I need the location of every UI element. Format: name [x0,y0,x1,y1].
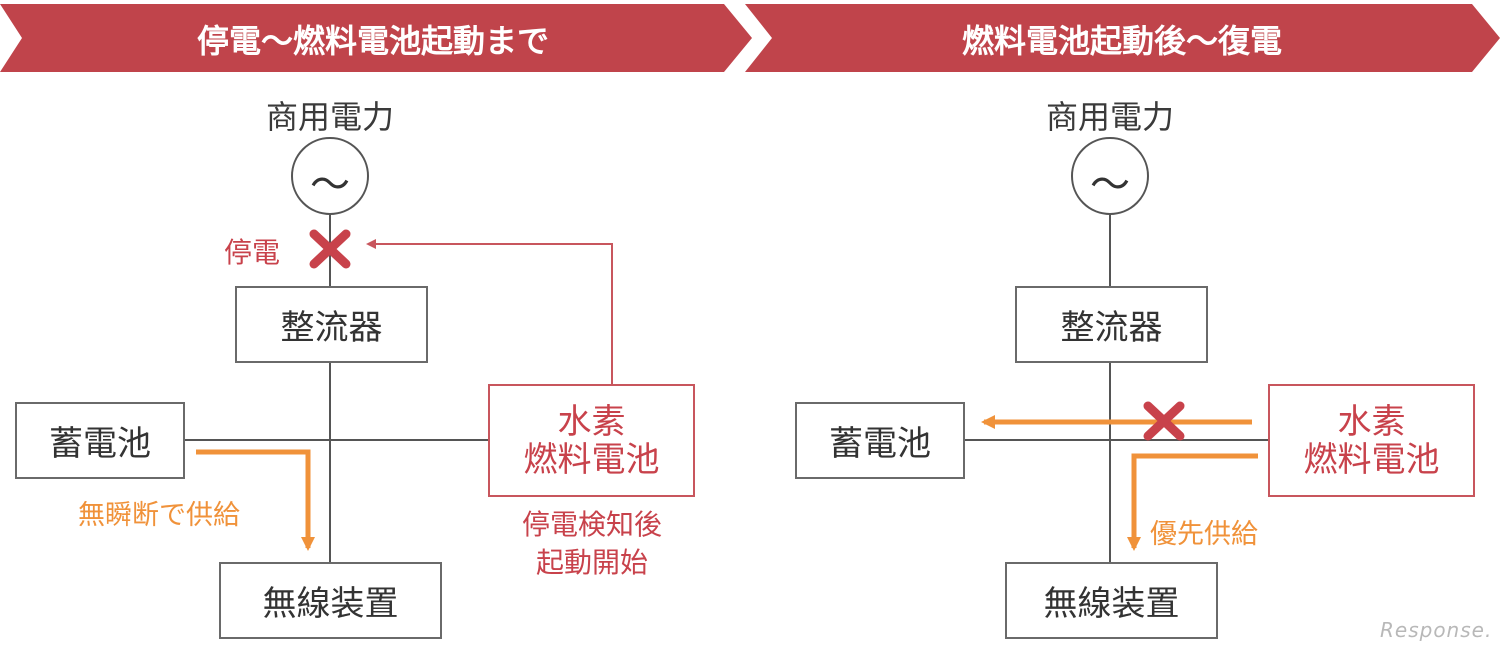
response-watermark: Response. [1380,618,1493,642]
ac-symbol-left: ～ [310,162,350,208]
fuel-cell-line1-right: 水素 [1337,401,1406,442]
banner-right-shape [745,4,1500,72]
ac-symbol-right: ～ [1090,162,1130,208]
startup-note-line1: 停電検知後 [521,508,662,541]
battery-box-right: 蓄電池 [795,402,965,479]
rectifier-label-right: 整流器 [1060,308,1163,348]
commercial-power-label-left: 商用電力 [265,98,394,136]
fuel-cell-line2-right: 燃料電池 [1303,439,1440,480]
rectifier-box-right: 整流器 [1015,286,1208,363]
blocked-cross-right [1143,401,1185,441]
startup-note: 停電検知後 起動開始 [494,506,690,582]
banner-right-title: 燃料電池起動後～復電 [961,22,1282,60]
battery-label-left: 蓄電池 [49,424,151,464]
radio-label-left: 無線装置 [262,584,399,624]
banner-left-title: 停電～燃料電池起動まで [196,22,549,60]
priority-supply-arrow [1127,453,1258,551]
startup-signal-arrow [366,239,613,384]
seamless-supply-label: 無瞬断で供給 [78,500,240,531]
fuel-cell-line1-left: 水素 [557,401,626,442]
battery-box-left: 蓄電池 [15,402,185,479]
fuel-cell-line2-left: 燃料電池 [523,439,660,480]
fuel-cell-box-right: 水素 燃料電池 [1268,384,1475,497]
startup-note-line2: 起動開始 [535,546,648,579]
rectifier-label-left: 整流器 [280,308,383,348]
radio-label-right: 無線装置 [1043,584,1180,624]
rectifier-box-left: 整流器 [235,286,428,363]
radio-box-left: 無線装置 [219,562,442,639]
seamless-supply-arrow [196,449,315,551]
outage-label: 停電 [224,236,281,269]
fuel-cell-box-left: 水素 燃料電池 [488,384,695,497]
outage-cross-left [309,229,351,269]
battery-label-right: 蓄電池 [829,424,931,464]
radio-box-right: 無線装置 [1005,562,1218,639]
banner-left-shape [0,4,752,72]
priority-supply-label: 優先供給 [1150,519,1258,550]
commercial-power-label-right: 商用電力 [1045,98,1174,136]
